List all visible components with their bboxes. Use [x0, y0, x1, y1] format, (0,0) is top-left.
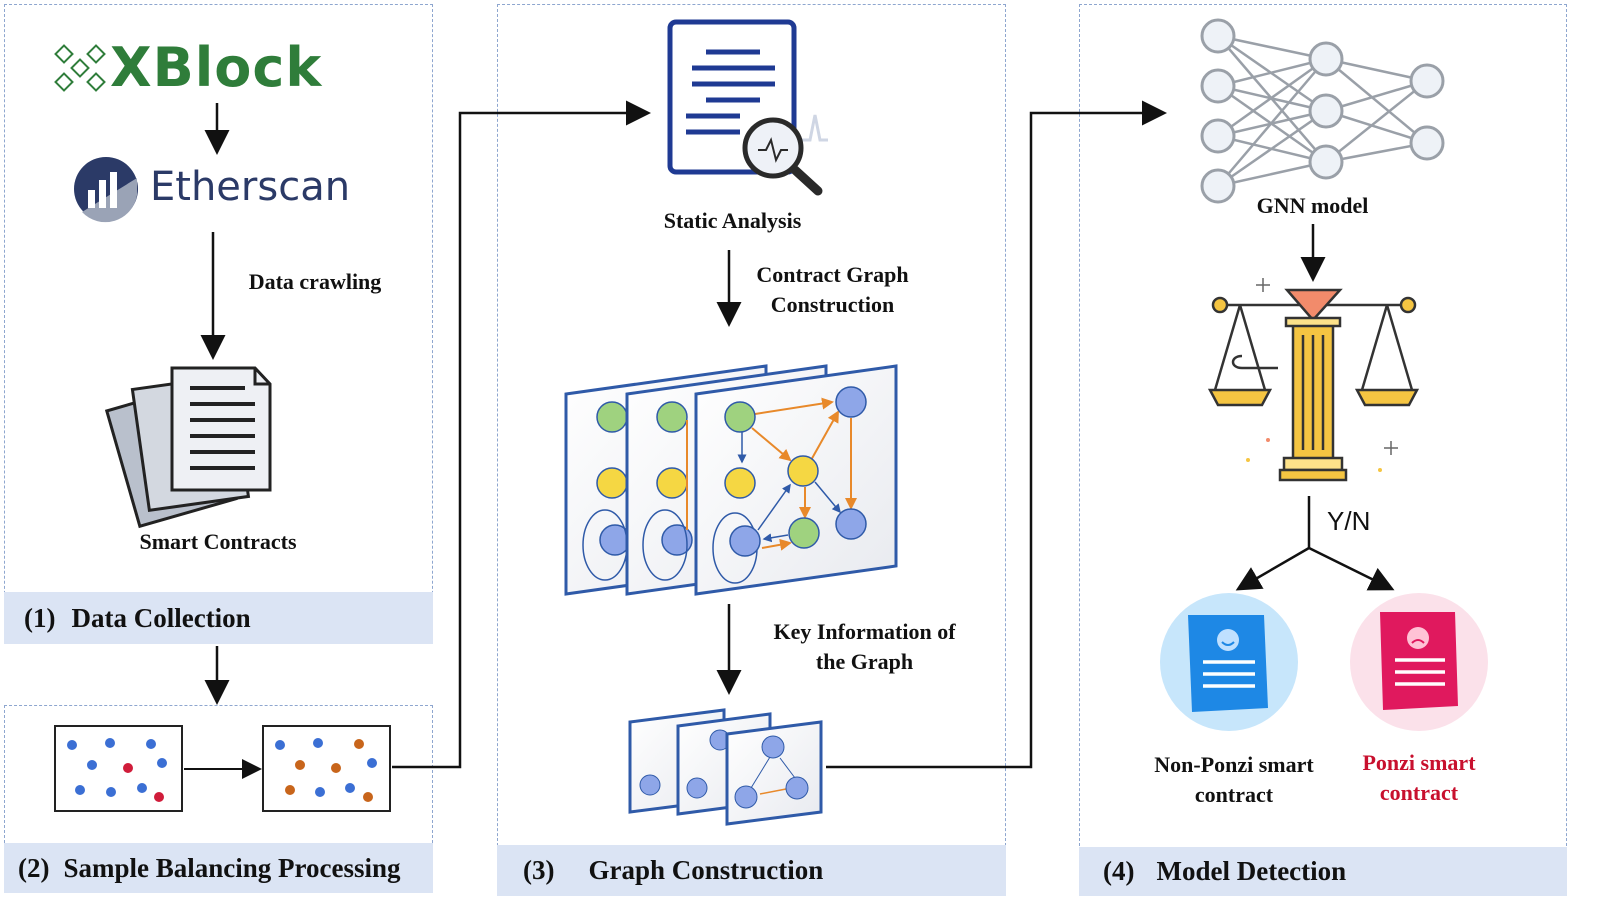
data-crawling-label: Data crawling — [248, 269, 382, 294]
unbalanced-sample-box — [54, 725, 183, 812]
non-ponzi-contract-icon — [1160, 593, 1298, 731]
graph-construction-title-bar: (3) Graph Construction — [497, 845, 1006, 896]
gnn-model-label: GNN model — [1256, 193, 1369, 218]
balanced-sample-box — [262, 725, 391, 812]
non-ponzi-label-line2: contract — [1194, 782, 1274, 807]
arrow-to-non-ponzi — [1235, 546, 1310, 591]
non-ponzi-label: Non-Ponzi smart contract — [1134, 750, 1334, 810]
smart-contracts-icon — [104, 366, 272, 529]
ponzi-label: Ponzi smart contract — [1340, 748, 1498, 808]
sparkle-icon — [1246, 278, 1398, 472]
connector-keyinfo-to-gnn — [826, 100, 1167, 769]
data-collection-title-bar: (1) Data Collection — [4, 592, 433, 644]
arrow-to-ponzi — [1308, 546, 1395, 591]
etherscan-icon — [74, 157, 138, 223]
static-analysis-label: Static Analysis — [663, 208, 802, 233]
key-info-frame-3 — [725, 720, 823, 826]
smart-contracts-label: Smart Contracts — [139, 529, 297, 554]
ponzi-contract-icon — [1350, 593, 1488, 731]
sample-balancing-title-bar: (2) Sample Balancing Processing — [4, 843, 433, 893]
non-ponzi-label-line1: Non-Ponzi smart — [1154, 752, 1314, 777]
yn-label: Y/N — [1327, 506, 1371, 536]
contract-graph-frame-3 — [694, 364, 898, 596]
connector-balancing-to-static-analysis — [392, 100, 651, 769]
ponzi-label-line1: Ponzi smart — [1362, 750, 1476, 775]
sample-balancing-title: Sample Balancing Processing — [63, 852, 401, 883]
model-detection-number: (4) — [1103, 856, 1135, 886]
ponzi-label-line2: contract — [1379, 780, 1459, 805]
data-collection-number: (1) — [24, 602, 56, 633]
contract-graph-label-line1: Contract Graph — [756, 262, 909, 287]
data-collection-title: Data Collection — [71, 602, 251, 633]
key-info-label-line2: the Graph — [815, 649, 914, 674]
static-analysis-icon — [667, 19, 828, 196]
xblock-logo: XBlock — [110, 36, 323, 99]
gnn-network-icon — [1200, 18, 1445, 204]
balance-scale-icon — [1207, 288, 1420, 482]
xblock-icon — [54, 44, 106, 92]
graph-construction-title: Graph Construction — [588, 855, 824, 885]
key-info-label-line1: Key Information of — [773, 619, 956, 644]
etherscan-logo: Etherscan — [150, 164, 351, 210]
graph-construction-number: (3) — [523, 855, 555, 885]
sample-balancing-number: (2) — [18, 852, 50, 883]
model-detection-title-bar: (4) Model Detection — [1079, 847, 1567, 896]
key-info-label: Key Information of the Graph — [752, 617, 977, 677]
model-detection-title: Model Detection — [1156, 856, 1347, 886]
contract-graph-label-line2: Construction — [770, 292, 895, 317]
contract-graph-label: Contract Graph Construction — [740, 260, 925, 320]
